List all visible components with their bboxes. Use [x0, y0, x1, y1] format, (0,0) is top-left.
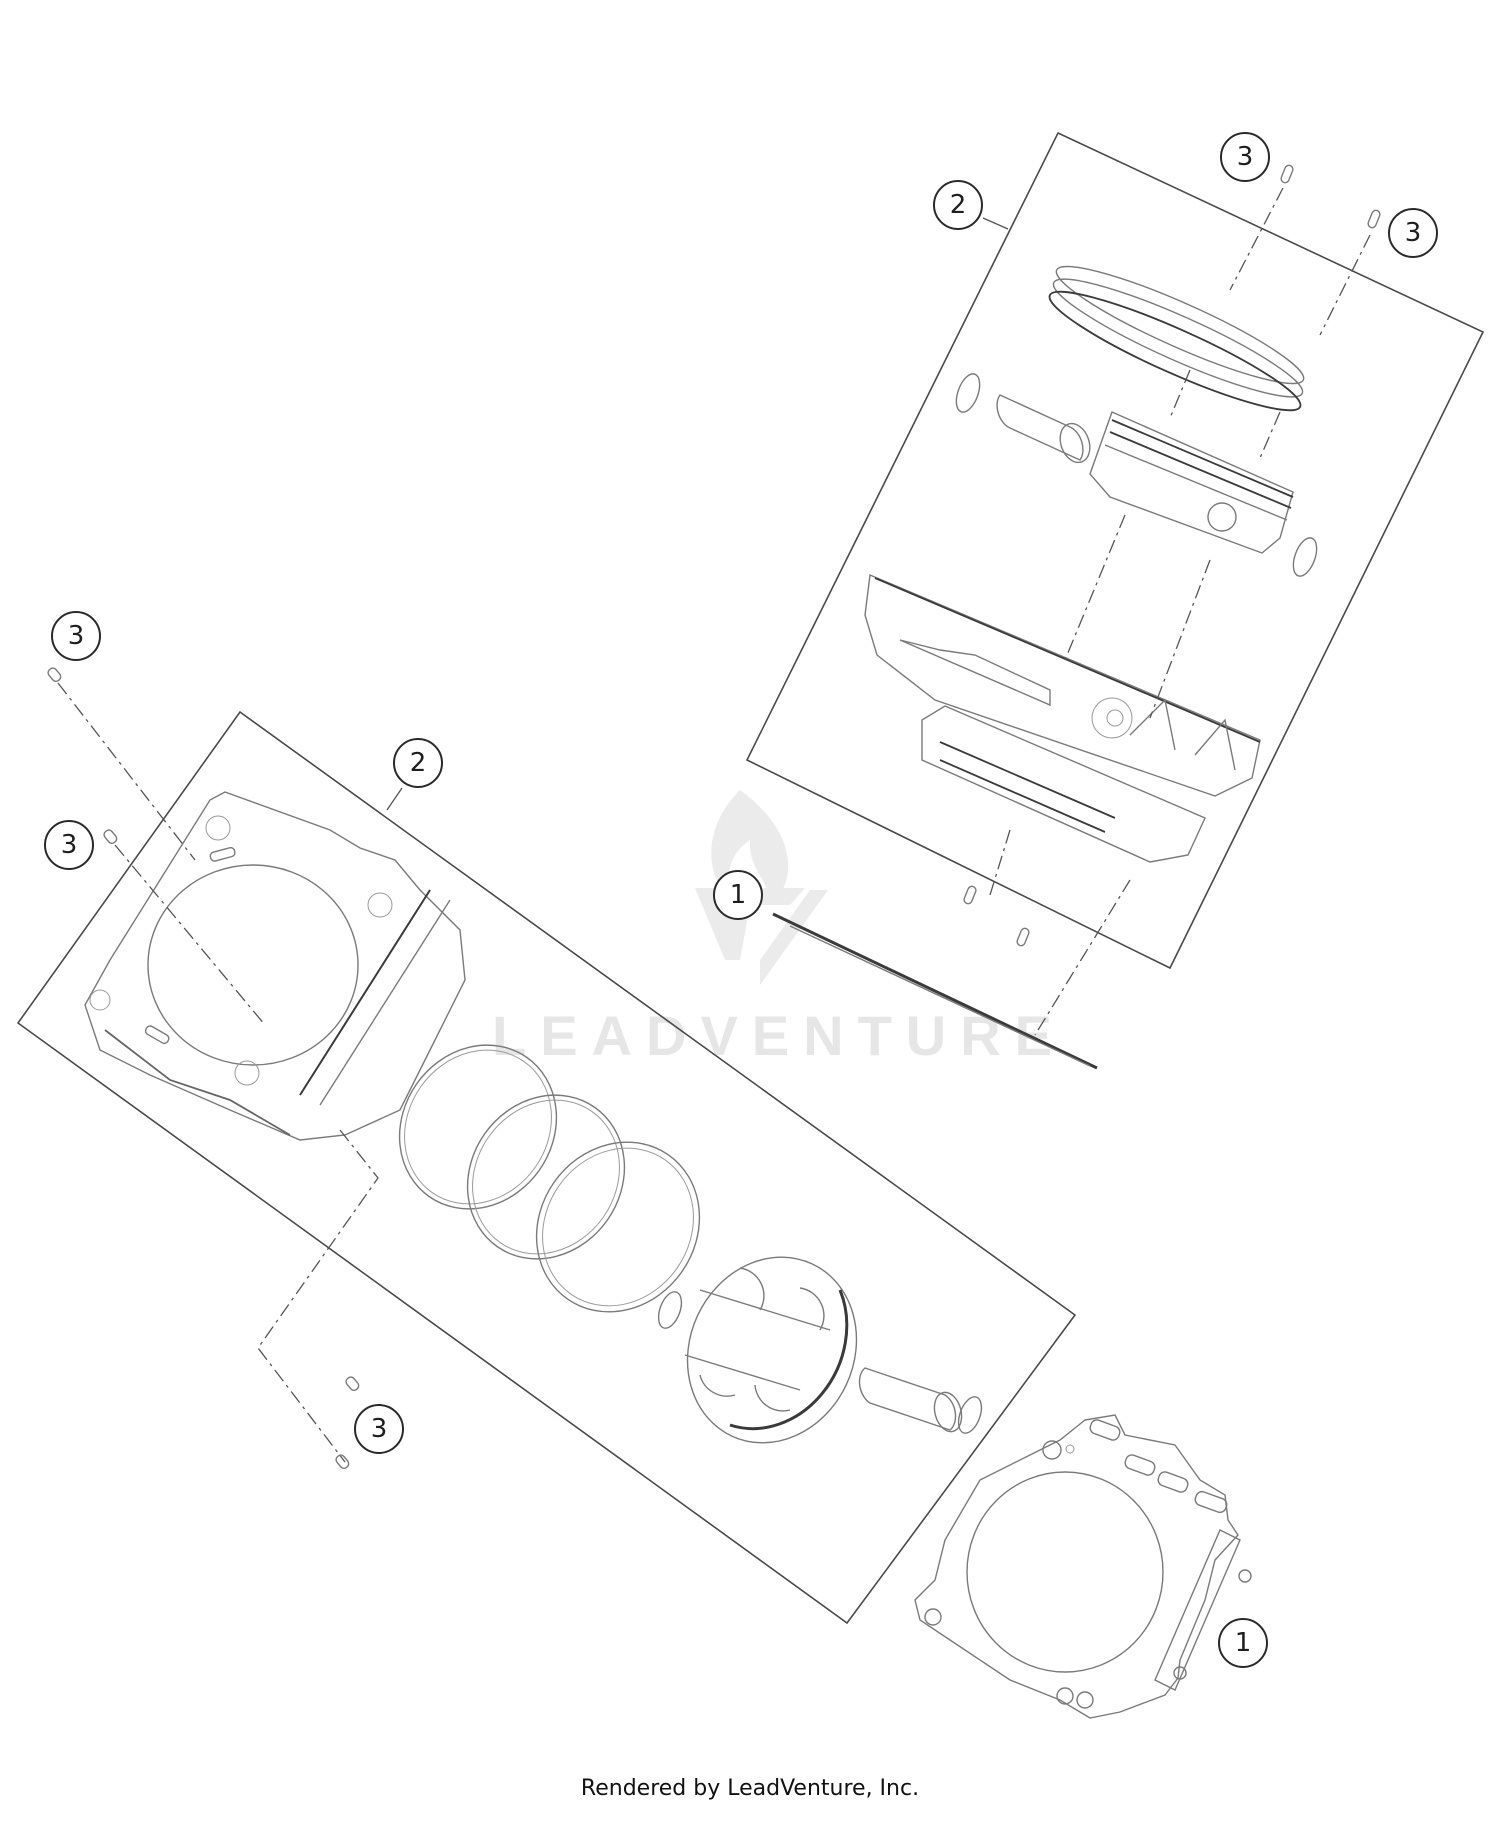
- callout-3-bottom[interactable]: 3: [354, 1404, 404, 1454]
- watermark-logo: LEADVENTURE: [492, 790, 1066, 1067]
- lower-cylinder-block: [84, 791, 466, 1141]
- svg-text:2: 2: [950, 190, 967, 220]
- callout-3-top-b[interactable]: 3: [1388, 208, 1438, 258]
- top-cylinder-block: [864, 573, 1261, 863]
- lower-dowel-pins: [47, 667, 379, 1469]
- svg-text:1: 1: [730, 880, 747, 910]
- callout-3-top-a[interactable]: 3: [1220, 132, 1270, 182]
- svg-text:3: 3: [1237, 142, 1254, 172]
- svg-text:2: 2: [410, 748, 427, 778]
- callout-3-left-a[interactable]: 3: [51, 611, 101, 661]
- svg-text:3: 3: [61, 830, 78, 860]
- callout-2-lower[interactable]: 2: [393, 738, 443, 788]
- lower-kit-box: [16, 710, 1077, 1625]
- lower-piston-rings: [398, 1044, 701, 1313]
- svg-text:1: 1: [1235, 1628, 1252, 1658]
- top-kit-box: [745, 131, 1485, 970]
- lower-wrist-pin: [657, 1291, 983, 1434]
- callout-1-gasket[interactable]: 1: [1218, 1618, 1268, 1668]
- top-piston: [1089, 411, 1294, 554]
- top-piston-rings: [1048, 265, 1305, 412]
- footer-credit: Rendered by LeadVenture, Inc.: [580, 1776, 920, 1801]
- svg-text:3: 3: [371, 1414, 388, 1444]
- watermark-text: LEADVENTURE: [492, 1004, 1066, 1067]
- lower-piston: [684, 1256, 858, 1444]
- svg-text:3: 3: [68, 621, 85, 651]
- callout-3-left-b[interactable]: 3: [44, 820, 94, 870]
- top-wrist-pin: [955, 373, 1318, 577]
- top-dowel-pins: [963, 164, 1381, 1036]
- head-gasket: [914, 1414, 1252, 1719]
- callout-1-ring-set[interactable]: 1: [713, 870, 763, 920]
- callout-2-top[interactable]: 2: [933, 180, 983, 230]
- gasket-edge-view: [772, 912, 1098, 1070]
- svg-text:3: 3: [1405, 218, 1422, 248]
